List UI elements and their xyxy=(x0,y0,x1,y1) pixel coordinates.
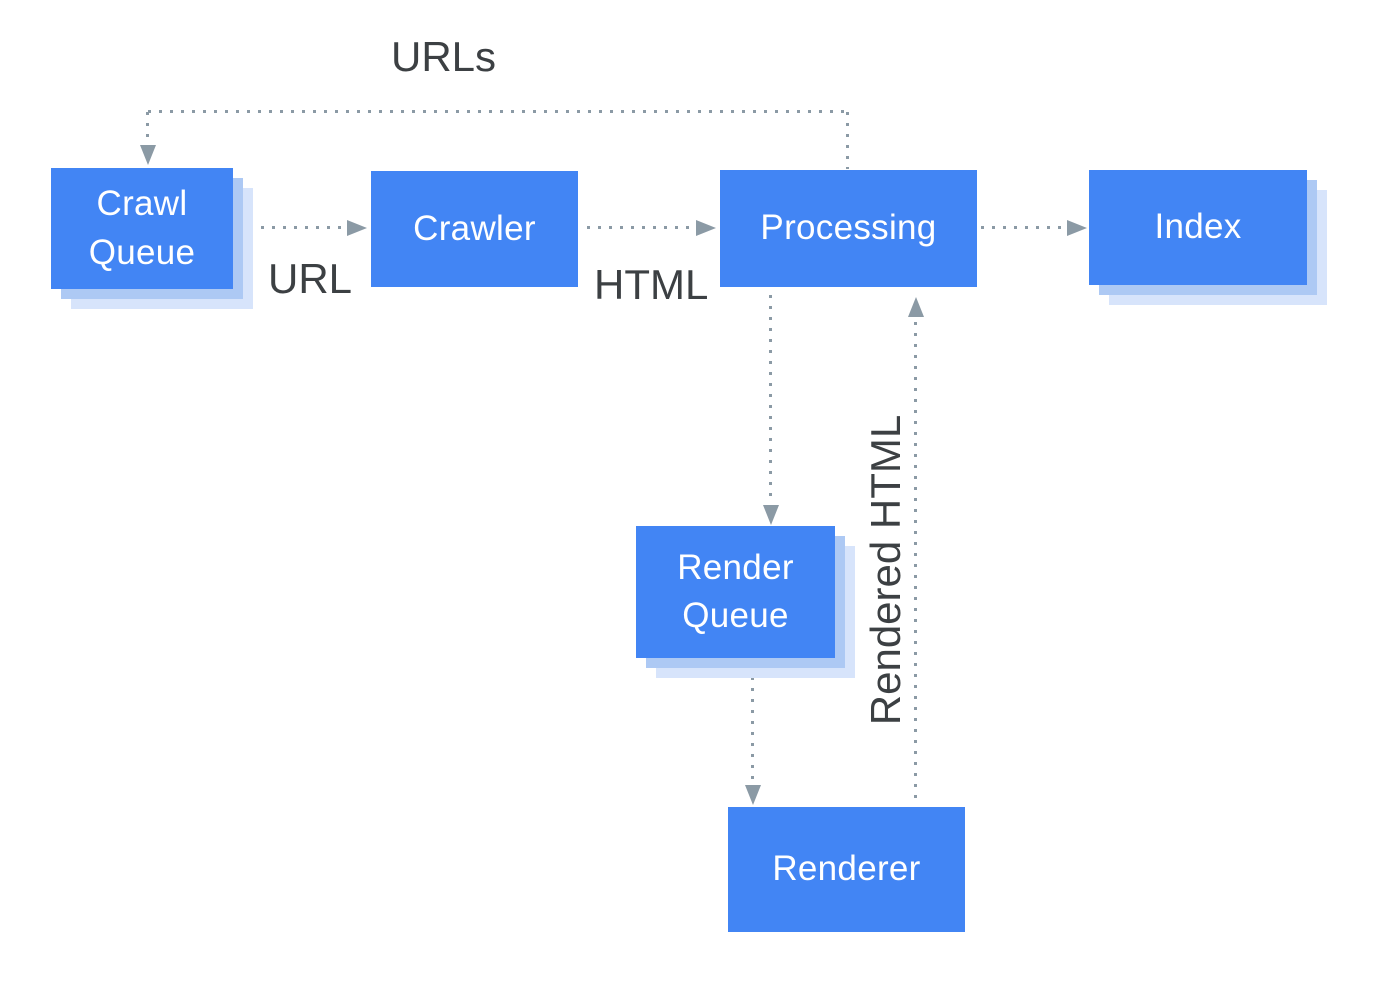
node-index: Index xyxy=(1089,170,1307,285)
arrowhead-right-icon xyxy=(1067,220,1087,236)
edge-url-line xyxy=(250,226,344,229)
arrowhead-down-icon xyxy=(763,505,779,525)
node-processing-label: Processing xyxy=(760,208,937,248)
edge-urls-line-from-processing xyxy=(846,112,849,169)
node-render-queue-label: Render Queue xyxy=(677,547,794,635)
edge-rendered-html-line xyxy=(914,322,917,805)
edge-urls-line-to-crawl-queue xyxy=(146,112,149,145)
arrowhead-right-icon xyxy=(696,220,716,236)
node-renderer: Renderer xyxy=(728,807,965,932)
edge-label-urls: URLs xyxy=(391,33,497,80)
arrowhead-right-icon xyxy=(347,220,367,236)
edge-label-html: HTML xyxy=(594,261,709,308)
arrowhead-down-icon xyxy=(140,145,156,165)
node-crawler-label: Crawler xyxy=(413,208,536,248)
arrowhead-up-icon xyxy=(908,297,924,317)
arrowhead-down-icon xyxy=(745,785,761,805)
edge-html-line xyxy=(587,226,695,229)
node-index-label: Index xyxy=(1154,207,1242,247)
node-crawl-queue: Crawl Queue xyxy=(51,168,233,289)
node-render-queue: Render Queue xyxy=(636,526,835,658)
node-processing: Processing xyxy=(720,170,977,287)
edge-processing-index-line xyxy=(981,226,1065,229)
edge-processing-render-queue-line xyxy=(769,295,772,504)
edge-label-url: URL xyxy=(268,255,353,302)
edge-urls-line-horizontal xyxy=(148,110,849,113)
edge-render-queue-renderer-line xyxy=(751,666,754,784)
node-crawl-queue-label: Crawl Queue xyxy=(88,184,196,272)
node-renderer-label: Renderer xyxy=(772,849,921,889)
edge-label-rendered-html: Rendered HTML xyxy=(862,414,909,726)
node-crawler: Crawler xyxy=(371,171,578,287)
